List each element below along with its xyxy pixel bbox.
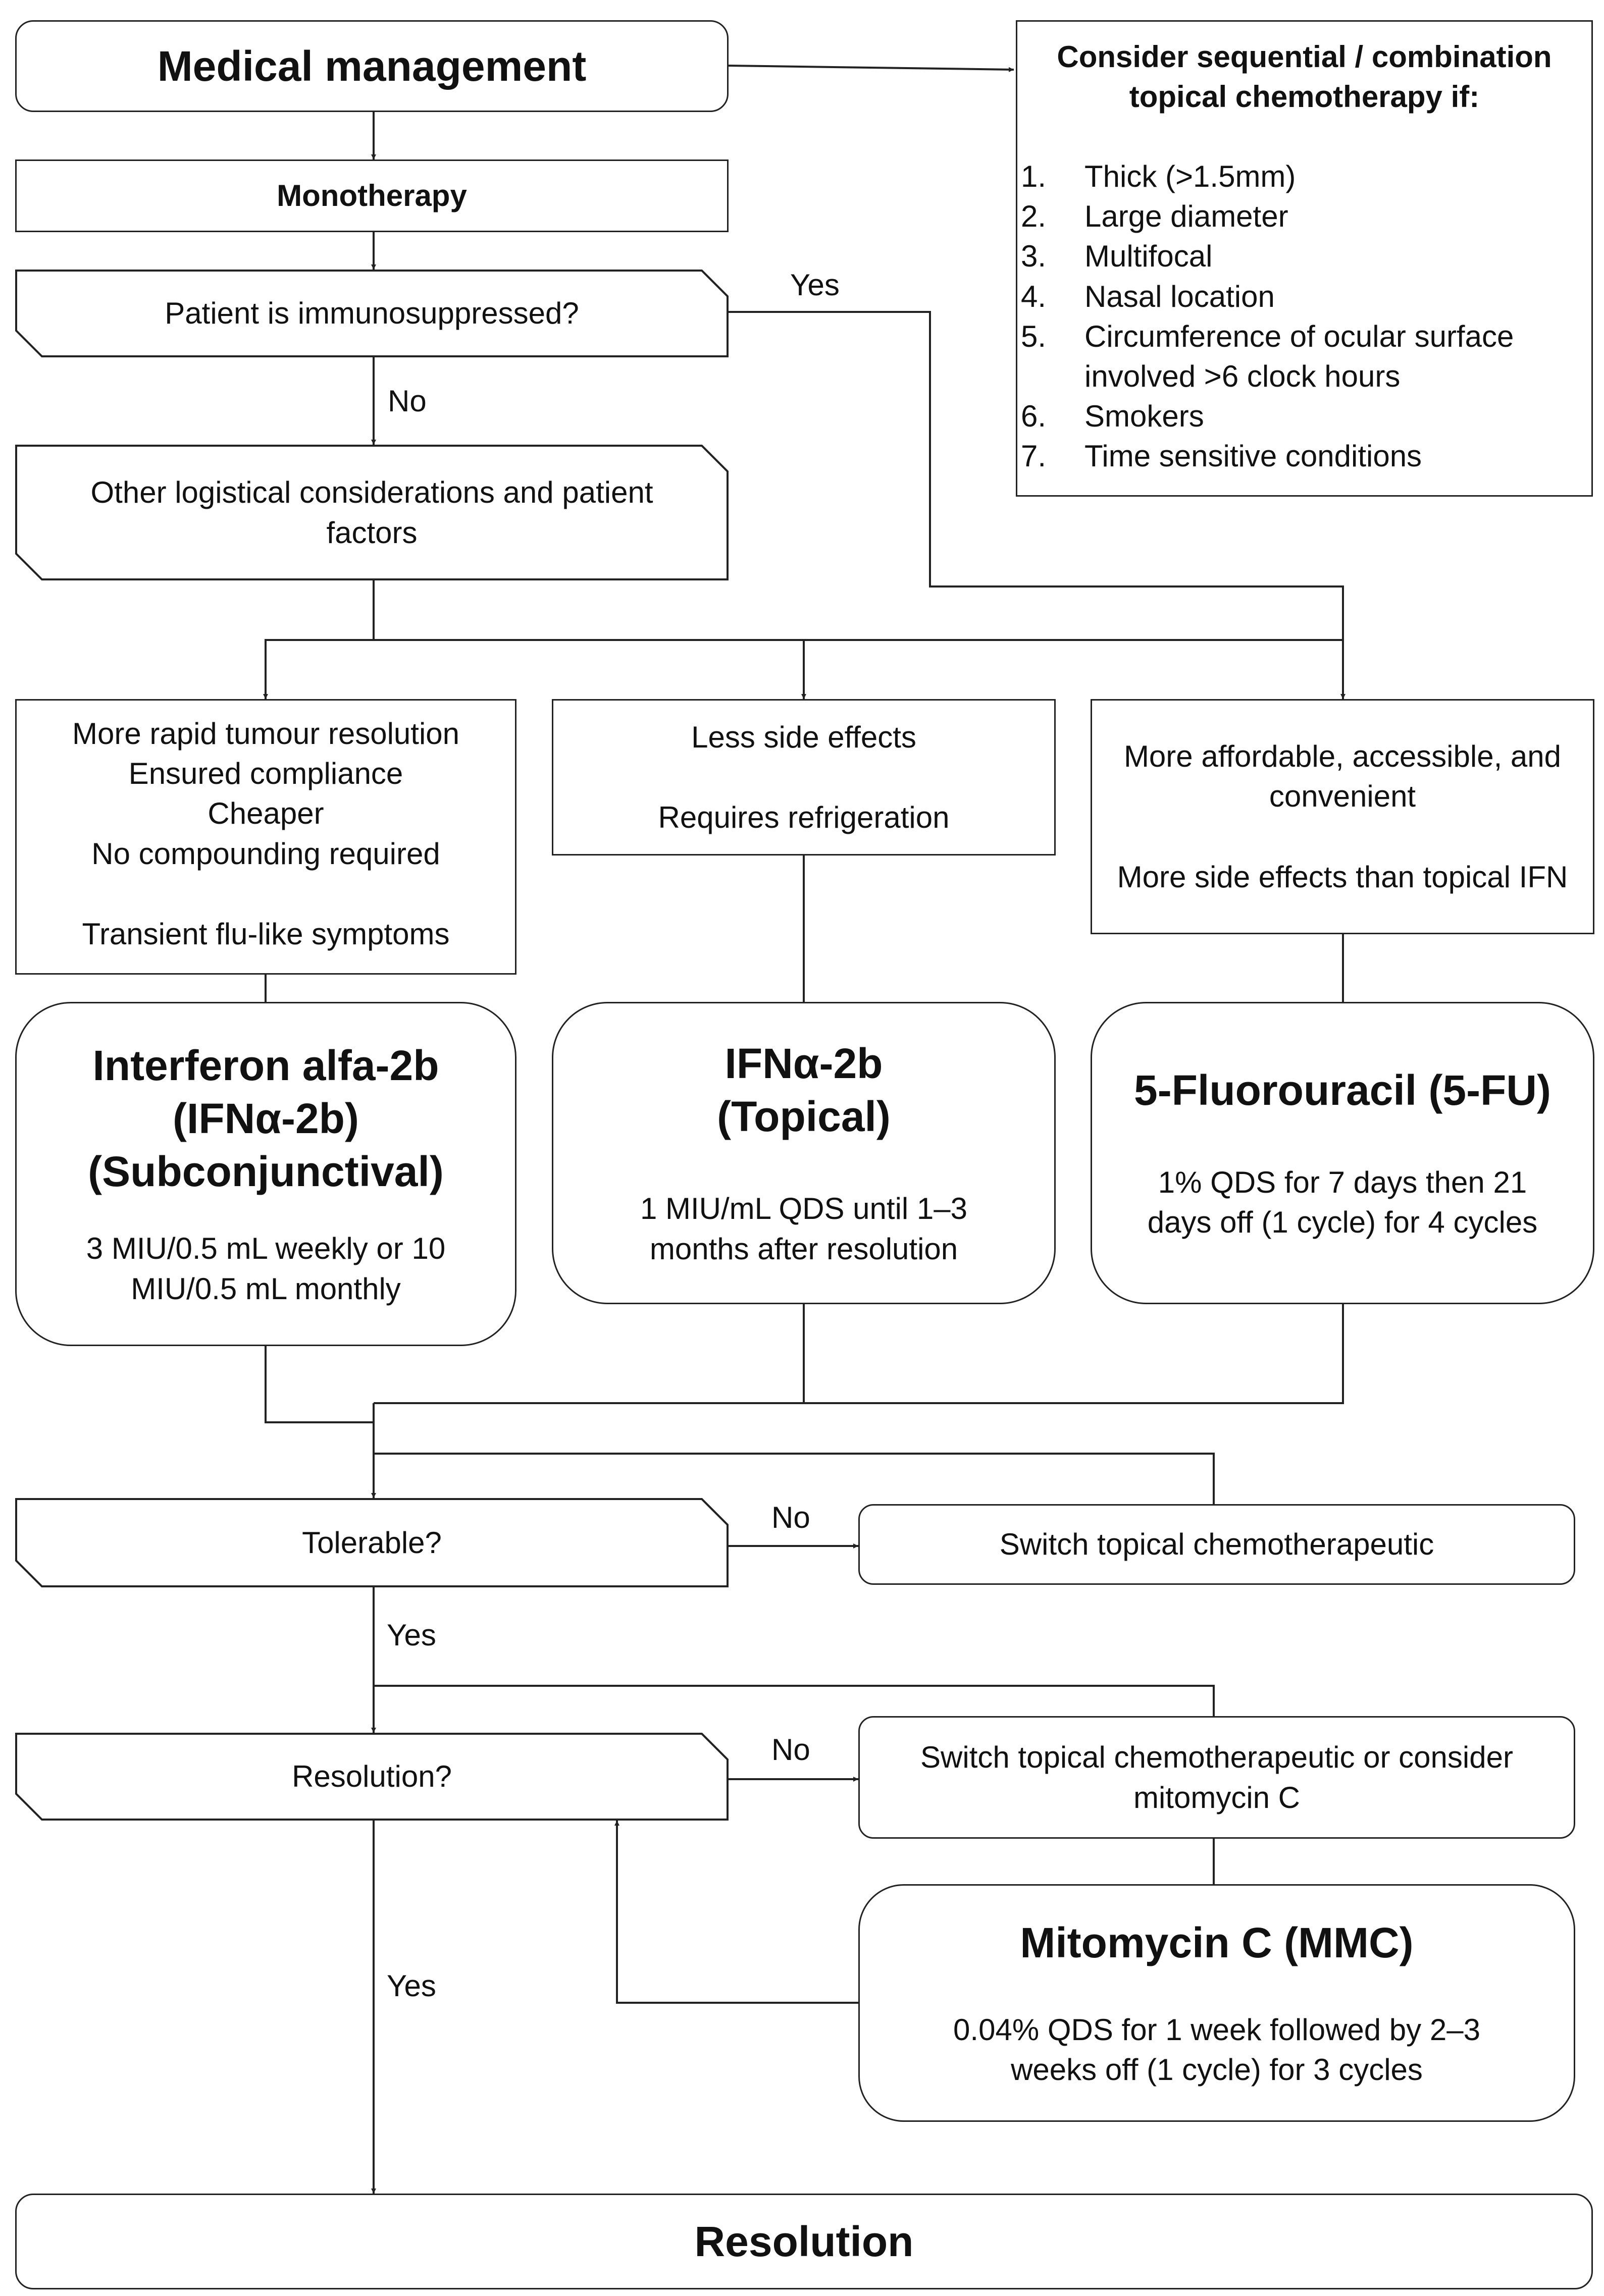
tolerable-decision-shape — [15, 1498, 729, 1587]
criterion-text: Time sensitive conditions — [1084, 439, 1422, 473]
ifn-topical-dose: 1 MIU/mL QDS until 1–3 months after reso… — [640, 1192, 968, 1266]
criterion-number: 3. — [1021, 239, 1047, 274]
sequential-criterion: 3. Multifocal — [1021, 236, 1581, 276]
tolerable-label: Tolerable? — [302, 1525, 442, 1560]
sequential-criterion: 7. Time sensitive conditions — [1021, 436, 1581, 476]
factor-flu-symptoms: Transient flu-like symptoms — [82, 917, 450, 951]
medical-management-node: Medical management — [15, 20, 729, 112]
switch-chemo-label: Switch topical chemotherapeutic — [999, 1527, 1434, 1562]
resolution-decision-shape — [15, 1733, 729, 1821]
sequential-criterion: 5. Circumference of ocular surface involv… — [1021, 316, 1581, 396]
logistical-shape — [15, 445, 729, 580]
ifn-topical-drug-box: IFNα-2b (Topical) 1 MIU/mL QDS until 1–3… — [552, 1002, 1056, 1304]
mitomycin-drug-box: Mitomycin C (MMC) 0.04% QDS for 1 week f… — [858, 1884, 1575, 2122]
edge-label-tolerable-yes: Yes — [387, 1618, 436, 1652]
criterion-text: Large diameter — [1084, 199, 1288, 234]
edge-fu-merge — [804, 1304, 1344, 1404]
fu-factors-box: More affordable, accessible, and conveni… — [1091, 699, 1594, 934]
monotherapy-label: Monotherapy — [277, 179, 467, 213]
fu-title: 5-Fluorouracil (5-FU) — [1133, 1066, 1551, 1114]
sequential-combination-box: Consider sequential / combination topica… — [1016, 20, 1593, 497]
edge-label-tolerable-no: No — [771, 1501, 810, 1534]
edge-label-immuno-no: No — [388, 384, 427, 418]
sequential-title: Consider sequential / combination topica… — [1057, 40, 1552, 114]
topical-factors-box: Less side effects Requires refrigeration — [552, 699, 1056, 856]
ifn-topical-title-1: IFNα-2b — [725, 1040, 883, 1088]
subconjunctival-factors-box: More rapid tumour resolution Ensured com… — [15, 699, 516, 975]
factor-rapid-resolution: More rapid tumour resolution — [72, 717, 460, 751]
ifn-subconj-title-1: Interferon alfa-2b — [92, 1042, 439, 1090]
ifn-subconj-title-3: (Subconjunctival) — [88, 1148, 444, 1196]
fluorouracil-drug-box: 5-Fluorouracil (5-FU) 1% QDS for 7 days … — [1091, 1002, 1594, 1304]
sequential-criterion: 2. Large diameter — [1021, 196, 1581, 236]
edge-logistical-fu — [804, 639, 1344, 699]
logistical-node: Other logistical considerations and pati… — [15, 445, 729, 580]
factor-less-side-effects: Less side effects — [691, 720, 916, 754]
factor-cheaper: Cheaper — [208, 796, 324, 831]
factor-refrigeration: Requires refrigeration — [658, 800, 950, 834]
criterion-text: Multifocal — [1084, 239, 1213, 274]
tolerable-decision: Tolerable? — [15, 1498, 729, 1587]
sequential-criteria-list: 1. Thick (>1.5mm) 2. Large diameter 3. Multif… — [1021, 156, 1581, 476]
criterion-text: Nasal location — [1084, 279, 1275, 313]
fu-dose: 1% QDS for 7 days then 21 days off (1 cy… — [1147, 1165, 1538, 1239]
ifn-subconjunctival-drug-box: Interferon alfa-2b (IFNα-2b) (Subconjunc… — [15, 1002, 516, 1346]
immunosuppressed-decision-shape — [15, 270, 729, 357]
criterion-number: 6. — [1021, 399, 1047, 434]
immunosuppressed-label: Patient is immunosuppressed? — [165, 296, 579, 331]
edge-logistical-split — [263, 580, 375, 699]
mmc-title: Mitomycin C (MMC) — [1020, 1918, 1414, 1966]
resolution-final-node: Resolution — [15, 2194, 1593, 2289]
criterion-number: 4. — [1021, 279, 1047, 313]
criterion-text: Circumference of ocular surface involved… — [1084, 319, 1514, 393]
criterion-number: 5. — [1021, 319, 1047, 353]
sequential-criterion: 6. Smokers — [1021, 396, 1581, 436]
edge-switch-loop — [374, 1453, 1215, 1504]
edge-label-resolution-no: No — [771, 1733, 810, 1767]
ifn-topical-title-2: (Topical) — [717, 1093, 891, 1141]
resolution-final-label: Resolution — [694, 2217, 914, 2265]
logistical-label: Other logistical considerations and pati… — [90, 475, 653, 550]
criterion-text: Thick (>1.5mm) — [1084, 159, 1296, 193]
factor-ensured-compliance: Ensured compliance — [128, 757, 403, 791]
factor-more-side-effects: More side effects than topical IFN — [1117, 860, 1568, 894]
monotherapy-node: Monotherapy — [15, 159, 729, 232]
sequential-criterion: 4. Nasal location — [1021, 277, 1581, 316]
criterion-number: 1. — [1021, 159, 1047, 193]
medical-management-label: Medical management — [157, 42, 587, 90]
sequential-criterion: 1. Thick (>1.5mm) — [1021, 156, 1581, 196]
edge-immuno-yes — [729, 311, 1346, 699]
edge-label-resolution-yes: Yes — [387, 1969, 436, 2003]
edge-medical-to-sequential — [728, 65, 1014, 72]
edge-label-immuno-yes: Yes — [790, 268, 840, 302]
ifn-subconj-dose: 3 MIU/0.5 mL weekly or 10 MIU/0.5 mL mon… — [86, 1232, 446, 1306]
edge-mmc-to-resolution — [614, 1821, 858, 2004]
edge-logistical-topical — [374, 639, 806, 699]
switch-or-mmc-node: Switch topical chemotherapeutic or consi… — [858, 1716, 1575, 1839]
edge-switch-mmc-loop — [374, 1685, 1215, 1716]
factor-affordable: More affordable, accessible, and conveni… — [1123, 739, 1562, 814]
resolution-decision: Resolution? — [15, 1733, 729, 1821]
immunosuppressed-decision: Patient is immunosuppressed? — [15, 270, 729, 357]
switch-chemo-node: Switch topical chemotherapeutic — [858, 1504, 1575, 1585]
ifn-subconj-title-2: (IFNα-2b) — [173, 1095, 359, 1143]
resolution-question-label: Resolution? — [292, 1759, 452, 1794]
factor-no-compounding: No compounding required — [91, 836, 440, 871]
mmc-dose: 0.04% QDS for 1 week followed by 2–3 wee… — [953, 2012, 1480, 2087]
criterion-text: Smokers — [1084, 399, 1204, 434]
criterion-number: 2. — [1021, 199, 1047, 234]
criterion-number: 7. — [1021, 439, 1047, 473]
edge-subconj-merge — [265, 1346, 374, 1423]
switch-or-mmc-label: Switch topical chemotherapeutic or consi… — [920, 1740, 1513, 1814]
